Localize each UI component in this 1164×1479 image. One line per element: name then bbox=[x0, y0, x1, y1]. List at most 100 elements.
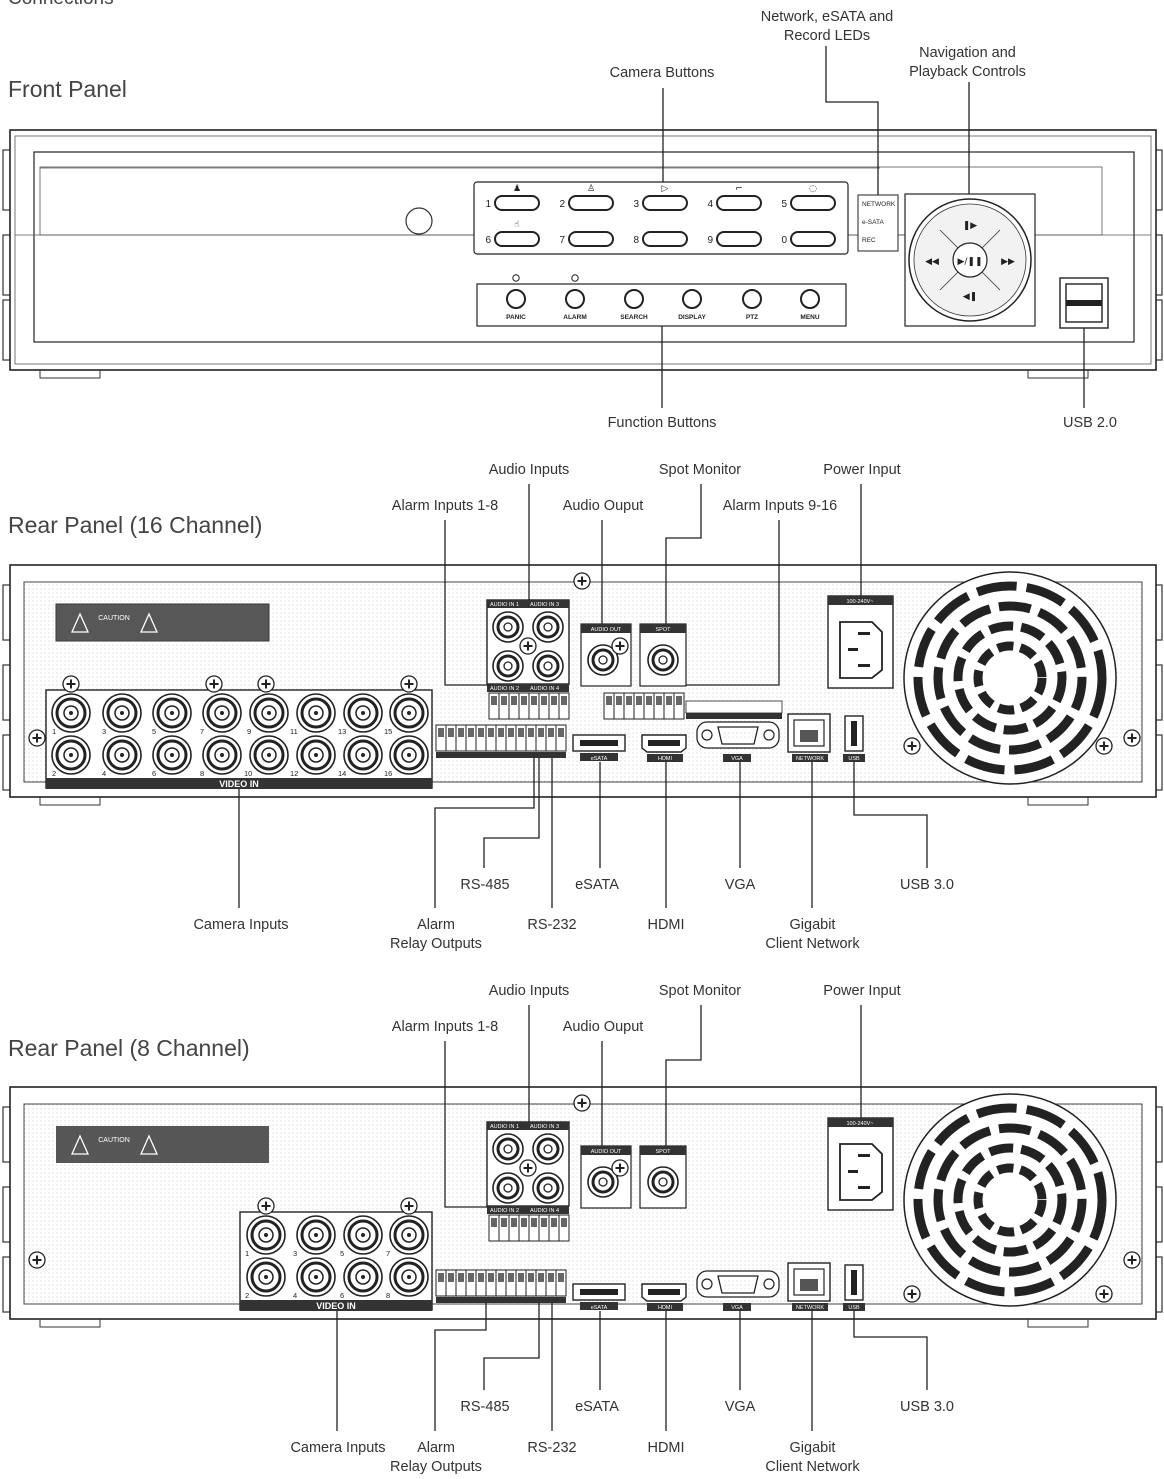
camera-button-2[interactable] bbox=[568, 195, 614, 211]
audio-in-2-jack[interactable] bbox=[491, 1171, 525, 1205]
audio-in-1-jack[interactable] bbox=[491, 1132, 525, 1166]
bnc-connector[interactable] bbox=[151, 692, 193, 734]
audio-out[interactable]: AUDIO OUT bbox=[580, 623, 632, 687]
step-forward-icon[interactable]: ❚▶ bbox=[963, 221, 978, 231]
vga-port[interactable]: VGA bbox=[696, 721, 780, 762]
fast-forward-icon[interactable]: ▶▶ bbox=[1001, 257, 1015, 267]
step-back-icon[interactable]: ◀❚ bbox=[963, 292, 977, 302]
bnc-connector[interactable] bbox=[295, 1214, 337, 1256]
bnc-connector[interactable] bbox=[342, 692, 384, 734]
channel-number: 2 bbox=[245, 1291, 249, 1300]
channel-number: 13 bbox=[338, 727, 346, 736]
camera-button-3[interactable] bbox=[642, 195, 688, 211]
camera-button-9[interactable] bbox=[716, 231, 762, 247]
bnc-connector[interactable] bbox=[295, 692, 337, 734]
bnc-connector[interactable] bbox=[201, 692, 243, 734]
camera-button-1[interactable] bbox=[494, 195, 540, 211]
display-button[interactable] bbox=[682, 289, 702, 309]
camera-number-label: 2 bbox=[559, 199, 565, 210]
audio-in-3-label: AUDIO IN 3 bbox=[530, 1124, 559, 1130]
esata-port[interactable]: eSATA bbox=[572, 734, 626, 762]
audio-inputs: AUDIO IN 1 AUDIO IN 3 AUDIO IN 2 AUDIO I… bbox=[486, 599, 570, 692]
callout-spot-monitor: Spot Monitor bbox=[658, 983, 742, 999]
front-usb-port[interactable] bbox=[1059, 277, 1109, 329]
callout-audio-inputs: Audio Inputs bbox=[488, 462, 570, 478]
alarm-inputs-1-8-terminal[interactable] bbox=[488, 692, 570, 720]
callout-hdmi: HDMI bbox=[647, 1440, 685, 1456]
vga-port[interactable]: VGA bbox=[696, 1270, 780, 1311]
play-pause-button[interactable] bbox=[952, 242, 988, 278]
bnc-connector[interactable] bbox=[295, 734, 337, 776]
audio-in-2-jack[interactable] bbox=[491, 649, 525, 683]
audio-in-3-jack[interactable] bbox=[531, 610, 565, 644]
ptz-button[interactable] bbox=[742, 289, 762, 309]
bnc-connector[interactable] bbox=[50, 692, 92, 734]
camera-button-6[interactable] bbox=[494, 231, 540, 247]
spot-out[interactable]: SPOT bbox=[639, 623, 687, 687]
usb3-port[interactable]: USB bbox=[843, 1264, 865, 1311]
power-input[interactable]: 100-240V~ bbox=[827, 595, 894, 689]
bnc-connector[interactable] bbox=[50, 734, 92, 776]
bnc-connector[interactable] bbox=[245, 1214, 287, 1256]
camera-button-8[interactable] bbox=[642, 231, 688, 247]
spot-out[interactable]: SPOT bbox=[639, 1145, 687, 1209]
usb3-port[interactable]: USB bbox=[843, 715, 865, 762]
rewind-icon[interactable]: ◀◀ bbox=[925, 257, 939, 267]
alarm-label: ALARM bbox=[563, 314, 586, 321]
audio-in-1-jack[interactable] bbox=[491, 610, 525, 644]
bnc-connector[interactable] bbox=[248, 692, 290, 734]
audio-out-label: AUDIO OUT bbox=[591, 627, 622, 633]
bnc-connector[interactable] bbox=[388, 1214, 430, 1256]
channel-number: 5 bbox=[340, 1249, 344, 1258]
bnc-connector[interactable] bbox=[388, 734, 430, 776]
audio-in-4-jack[interactable] bbox=[531, 1171, 565, 1205]
audio-in-1-label: AUDIO IN 1 bbox=[490, 1124, 519, 1130]
hdmi-port[interactable]: HDMI bbox=[641, 1283, 687, 1311]
caution-label: CAUTION bbox=[56, 1126, 269, 1163]
bnc-connector[interactable] bbox=[388, 692, 430, 734]
bnc-connector[interactable] bbox=[342, 1256, 384, 1298]
audio-in-2-label: AUDIO IN 2 bbox=[490, 1208, 519, 1214]
camera-button-4[interactable] bbox=[716, 195, 762, 211]
bnc-connector[interactable] bbox=[388, 1256, 430, 1298]
audio-in-1-label: AUDIO IN 1 bbox=[490, 602, 519, 608]
bnc-connector[interactable] bbox=[101, 692, 143, 734]
relay-rs485-rs232-terminal[interactable] bbox=[435, 1269, 567, 1303]
bnc-connector[interactable] bbox=[342, 734, 384, 776]
camera-number-label: 9 bbox=[707, 235, 713, 246]
callout-rs232: RS-232 bbox=[527, 917, 577, 933]
hdmi-port[interactable]: HDMI bbox=[641, 734, 687, 762]
callout-alarm-inputs-1-8: Alarm Inputs 1-8 bbox=[391, 1019, 499, 1035]
bnc-connector[interactable] bbox=[245, 1256, 287, 1298]
camera-button-0[interactable] bbox=[790, 231, 836, 247]
network-port[interactable]: NETWORK bbox=[787, 1262, 831, 1311]
bnc-connector[interactable] bbox=[101, 734, 143, 776]
person-icon: ♙ bbox=[587, 184, 595, 194]
front-leader-lines bbox=[661, 46, 1085, 408]
esata-label: eSATA bbox=[591, 756, 608, 762]
function-button-group: PANIC ALARM SEARCH DISPLAY PTZ MENU bbox=[476, 274, 847, 327]
camera-button-7[interactable] bbox=[568, 231, 614, 247]
bnc-connector[interactable] bbox=[201, 734, 243, 776]
alarm-button[interactable] bbox=[565, 289, 585, 309]
bnc-connector[interactable] bbox=[248, 734, 290, 776]
alarm-inputs-1-8-terminal[interactable] bbox=[488, 1214, 570, 1242]
audio-inputs: AUDIO IN 1 AUDIO IN 3 AUDIO IN 2 AUDIO I… bbox=[486, 1121, 570, 1214]
camera-button-5[interactable] bbox=[790, 195, 836, 211]
audio-out[interactable]: AUDIO OUT bbox=[580, 1145, 632, 1209]
bnc-connector[interactable] bbox=[295, 1256, 337, 1298]
callout-audio-inputs: Audio Inputs bbox=[488, 983, 570, 999]
network-port[interactable]: NETWORK bbox=[787, 713, 831, 762]
panic-button[interactable] bbox=[506, 289, 526, 309]
relay-rs485-rs232-terminal[interactable] bbox=[435, 724, 567, 758]
audio-in-3-jack[interactable] bbox=[531, 1132, 565, 1166]
alarm-inputs-9-16-terminal[interactable] bbox=[603, 692, 783, 720]
power-input[interactable]: 100-240V~ bbox=[827, 1117, 894, 1211]
audio-in-4-label: AUDIO IN 4 bbox=[530, 686, 559, 692]
search-button[interactable] bbox=[624, 289, 644, 309]
bnc-connector[interactable] bbox=[342, 1214, 384, 1256]
esata-port[interactable]: eSATA bbox=[572, 1283, 626, 1311]
menu-button[interactable] bbox=[800, 289, 820, 309]
audio-in-4-jack[interactable] bbox=[531, 649, 565, 683]
bnc-connector[interactable] bbox=[151, 734, 193, 776]
